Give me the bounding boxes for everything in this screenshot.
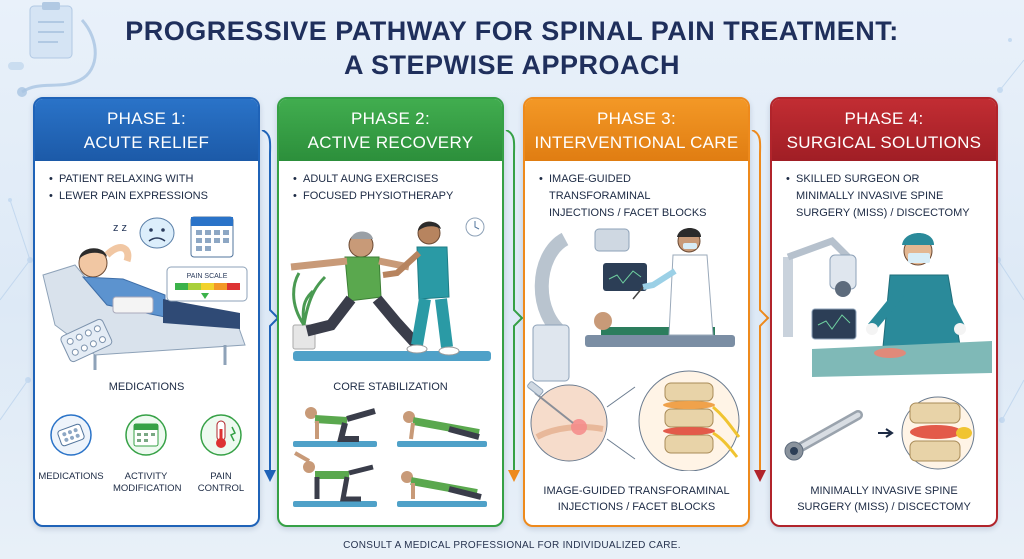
pain-scale-gauge: PAIN SCALE	[166, 266, 248, 302]
discectomy-illustration	[784, 396, 975, 470]
phase-2-card: PHASE 2: ACTIVE RECOVERY ADULT AUNG EXER…	[277, 97, 504, 527]
title-line-2: A STEPWISE APPROACH	[343, 50, 681, 80]
list-item: FOCUSED PHYSIOTHERAPY	[293, 188, 492, 205]
phase-4-header: PHASE 4: SURGICAL SOLUTIONS	[772, 99, 996, 161]
phase-4-label: PHASE 4:	[844, 109, 924, 128]
phase-1-icon-row	[50, 414, 242, 456]
phase-3-bullets: IMAGE-GUIDED TRANSFORAMINAL INJECTIONS /…	[525, 161, 748, 222]
title-line-1: PROGRESSIVE PATHWAY FOR SPINAL PAIN TREA…	[125, 16, 899, 46]
injection-closeup-illustration	[527, 370, 741, 471]
phase-2-name: ACTIVE RECOVERY	[307, 133, 474, 152]
phase-4-bullets: SKILLED SURGEON OR MINIMALLY INVASIVE SP…	[772, 161, 996, 222]
phase-connector-arrow-1	[261, 130, 280, 482]
list-item: IMAGE-GUIDED TRANSFORAMINAL INJECTIONS /…	[539, 171, 708, 222]
core-exercise-illustrations	[293, 407, 487, 507]
phase-3-caption-line-2: INJECTIONS / FACET BLOCKS	[557, 501, 716, 513]
icon-label-activity-modification: ACTIVITY MODIFICATION	[113, 471, 182, 494]
exercise-plank-figure	[397, 411, 487, 447]
phase-2-label: PHASE 2:	[351, 109, 430, 128]
phase-3-card: PHASE 3: INTERVENTIONAL CARE IMAGE-GUIDE…	[523, 97, 750, 527]
spine-closeup-icon	[638, 370, 741, 471]
list-item: LEWER PAIN EXPRESSIONS	[49, 188, 248, 205]
patient-resting-illustration: z z PAIN SCALE	[42, 216, 248, 370]
monitor-icon	[603, 263, 647, 291]
phase-2-header: PHASE 2: ACTIVE RECOVERY	[279, 99, 502, 161]
phase-1-header: PHASE 1: ACUTE RELIEF	[35, 99, 258, 161]
exercise-pushup-figure	[397, 471, 487, 507]
pill-pack-icon	[50, 414, 92, 456]
phase-4-caption-line-2: SURGERY (MISS) / DISCECTOMY	[797, 501, 971, 513]
interventional-procedure-illustration	[532, 228, 735, 382]
calendar-icon	[190, 216, 234, 258]
physiotherapy-illustration	[290, 217, 491, 361]
pain-scale-label: PAIN SCALE	[187, 273, 228, 280]
phase-4-name: SURGICAL SOLUTIONS	[786, 133, 982, 152]
calendar-icon	[125, 414, 167, 456]
phase-3-name: INTERVENTIONAL CARE	[534, 133, 739, 152]
phase-3-caption: IMAGE-GUIDED TRANSFORAMINAL INJECTIONS /…	[525, 483, 748, 515]
phase-3-label: PHASE 3:	[597, 109, 676, 128]
herniated-disc-icon	[901, 396, 975, 470]
thermometer-icon	[200, 414, 242, 456]
clock-icon	[465, 217, 485, 237]
list-item: SKILLED SURGEON OR MINIMALLY INVASIVE SP…	[786, 171, 980, 222]
pill-pack-icon	[60, 318, 113, 363]
phase-3-header: PHASE 3: INTERVENTIONAL CARE	[525, 99, 748, 161]
icon-label-medications: MEDICATIONS	[38, 471, 104, 482]
phase-1-caption: MEDICATIONS	[108, 381, 185, 393]
phase-connector-arrow-3	[751, 130, 770, 482]
svg-text:z z: z z	[113, 222, 127, 234]
icon-label-pain-control: PAIN CONTROL	[197, 471, 245, 494]
endoscope-tube-icon	[784, 410, 863, 461]
surgical-microscope-icon	[783, 236, 857, 340]
phase-4-card: PHASE 4: SURGICAL SOLUTIONS SKILLED SURG…	[770, 97, 998, 527]
exercise-bird-dog-figure	[293, 407, 377, 447]
plant-icon	[292, 272, 327, 350]
needle-injection-icon	[527, 381, 608, 462]
phase-2-caption: CORE STABILIZATION	[333, 381, 448, 393]
phase-4-caption: MINIMALLY INVASIVE SPINE SURGERY (MISS) …	[772, 483, 996, 515]
footer-disclaimer: CONSULT A MEDICAL PROFESSIONAL FOR INDIV…	[343, 540, 681, 551]
phase-connector-arrow-2	[505, 130, 524, 482]
sad-face-icon	[139, 217, 175, 249]
c-arm-xray-icon	[532, 228, 630, 382]
page-title: PROGRESSIVE PATHWAY FOR SPINAL PAIN TREA…	[0, 14, 1024, 82]
list-item: PATIENT RELAXING WITH	[49, 171, 248, 188]
list-item: ADULT AUNG EXERCISES	[293, 171, 492, 188]
exercise-quadruped-figure	[293, 451, 377, 507]
phase-1-name: ACUTE RELIEF	[83, 133, 210, 152]
phase-1-bullets: PATIENT RELAXING WITH LEWER PAIN EXPRESS…	[35, 161, 258, 205]
phase-3-caption-line-1: IMAGE-GUIDED TRANSFORAMINAL	[543, 485, 730, 497]
arrow-right-icon	[878, 428, 894, 438]
surgery-illustration	[783, 233, 992, 377]
phase-4-caption-line-1: MINIMALLY INVASIVE SPINE	[810, 485, 958, 497]
phase-1-card: PHASE 1: ACUTE RELIEF PATIENT RELAXING W…	[33, 97, 260, 527]
phase-2-bullets: ADULT AUNG EXERCISES FOCUSED PHYSIOTHERA…	[279, 161, 502, 205]
phase-1-label: PHASE 1:	[107, 109, 186, 128]
